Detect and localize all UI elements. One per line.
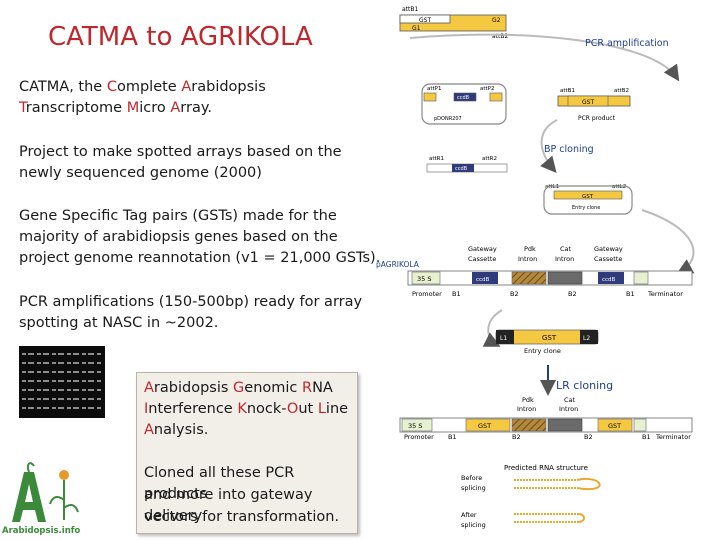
svg-text:Cat: Cat xyxy=(560,245,572,253)
slide-title: CATMA to AGRIKOLA xyxy=(48,22,313,52)
rna-before-splicing xyxy=(514,477,601,491)
svg-text:35 S: 35 S xyxy=(408,422,422,430)
svg-text:attL2: attL2 xyxy=(612,184,626,190)
agrikola-line-4: Cloned all these PCR products xyxy=(144,465,295,502)
gst-label-top: GST xyxy=(419,17,431,24)
svg-text:Cassette: Cassette xyxy=(468,255,496,263)
svg-text:ccdB: ccdB xyxy=(457,95,470,101)
svg-text:Arabidopsis.info: Arabidopsis.info xyxy=(2,526,80,536)
svg-text:Intron: Intron xyxy=(518,255,537,263)
svg-text:Entry clone: Entry clone xyxy=(572,205,600,211)
svg-text:attR1: attR1 xyxy=(429,156,444,162)
svg-text:attB1: attB1 xyxy=(560,88,575,94)
rna-after-splicing xyxy=(514,513,585,523)
svg-text:B1: B1 xyxy=(448,433,457,441)
svg-text:Intron: Intron xyxy=(559,405,578,413)
svg-text:B1: B1 xyxy=(642,433,651,441)
svg-text:Gateway: Gateway xyxy=(468,245,497,253)
svg-text:attP2: attP2 xyxy=(480,86,495,92)
catma-definition: CATMA, the Complete Arabidopsis Transcri… xyxy=(19,77,266,119)
flower-icon xyxy=(59,470,69,480)
agrikola-line-6: vectors for transformation. xyxy=(144,509,340,525)
gel-image xyxy=(19,346,105,418)
bp-cloning-label: BP cloning xyxy=(544,144,594,155)
svg-text:L2: L2 xyxy=(583,335,590,342)
svg-text:Cat: Cat xyxy=(564,396,576,404)
agrikola-line-3: Analysis. xyxy=(144,422,209,438)
gst-paragraph: Gene Specific Tag pairs (GSTs) made for … xyxy=(19,208,381,266)
svg-text:B2: B2 xyxy=(584,433,593,441)
catma-line-2: Transcriptome Micro Array. xyxy=(19,100,212,116)
svg-text:G2: G2 xyxy=(492,17,501,24)
svg-text:B1: B1 xyxy=(626,290,635,298)
svg-text:ccdB: ccdB xyxy=(602,277,616,283)
svg-text:GST: GST xyxy=(478,422,491,430)
entry-clone-plasmid xyxy=(543,185,633,215)
pcr-paragraph: PCR amplifications (150-500bp) ready for… xyxy=(19,294,363,331)
svg-text:attR2: attR2 xyxy=(482,156,497,162)
svg-text:Promoter: Promoter xyxy=(404,433,434,441)
svg-text:Terminator: Terminator xyxy=(647,290,683,298)
svg-text:Predicted RNA structure: Predicted RNA structure xyxy=(504,464,588,472)
svg-text:Pdk: Pdk xyxy=(524,245,536,253)
svg-text:attP1: attP1 xyxy=(427,86,442,92)
svg-text:Intron: Intron xyxy=(517,405,536,413)
svg-text:splicing: splicing xyxy=(461,521,486,529)
svg-text:B2: B2 xyxy=(568,290,577,298)
svg-text:attB2: attB2 xyxy=(614,88,629,94)
pdonr-plasmid xyxy=(421,83,507,125)
svg-text:Pdk: Pdk xyxy=(522,396,534,404)
svg-text:B1: B1 xyxy=(452,290,461,298)
svg-text:Before: Before xyxy=(461,474,482,482)
arabidopsis-info-logo: Arabidopsis.info xyxy=(2,462,80,536)
svg-text:L1: L1 xyxy=(500,335,507,342)
svg-text:ccdB: ccdB xyxy=(476,277,490,283)
svg-text:GST: GST xyxy=(608,422,621,430)
svg-text:After: After xyxy=(461,511,477,519)
svg-text:PCR product: PCR product xyxy=(578,115,616,122)
svg-text:B2: B2 xyxy=(512,433,521,441)
lr-cloning-label: LR cloning xyxy=(556,379,613,392)
svg-text:Gateway: Gateway xyxy=(594,245,623,253)
svg-text:35 S: 35 S xyxy=(417,275,431,283)
svg-text:attB1: attB1 xyxy=(402,6,418,13)
svg-text:attL1: attL1 xyxy=(545,184,559,190)
svg-text:Promoter: Promoter xyxy=(412,290,442,298)
svg-text:pDONR207: pDONR207 xyxy=(434,116,462,122)
svg-text:Cassette: Cassette xyxy=(594,255,622,263)
catma-line-1: CATMA, the Complete Arabidopsis xyxy=(19,79,266,95)
svg-text:GST: GST xyxy=(582,99,594,106)
pagrikola-label: pAGRIKOLA xyxy=(376,260,420,269)
svg-text:Intron: Intron xyxy=(555,255,574,263)
svg-text:splicing: splicing xyxy=(461,484,486,492)
svg-text:Terminator: Terminator xyxy=(655,433,691,441)
agrikola-line-1: Arabidopsis Genomic RNA xyxy=(144,380,333,396)
agrikola-line-2: Interference Knock-Out Line xyxy=(144,401,349,417)
pcr-amplification-label: PCR amplification xyxy=(585,38,669,49)
svg-text:ccdB: ccdB xyxy=(455,166,468,172)
svg-text:G1: G1 xyxy=(412,25,421,32)
project-paragraph: Project to make spotted arrays based on … xyxy=(19,144,342,181)
svg-text:attB2: attB2 xyxy=(492,33,508,40)
svg-text:Entry clone: Entry clone xyxy=(524,347,561,355)
agrikola-box: Arabidopsis Genomic RNA Interference Kno… xyxy=(136,372,358,534)
svg-text:GST: GST xyxy=(582,194,594,200)
svg-text:B2: B2 xyxy=(510,290,519,298)
svg-text:GST: GST xyxy=(542,334,557,342)
agrikola-line-5: and more into gateway delivery xyxy=(144,487,313,524)
gateway-cloning-diagram: attB1 GST G1 G2 attB2 PCR amplification … xyxy=(376,6,695,529)
